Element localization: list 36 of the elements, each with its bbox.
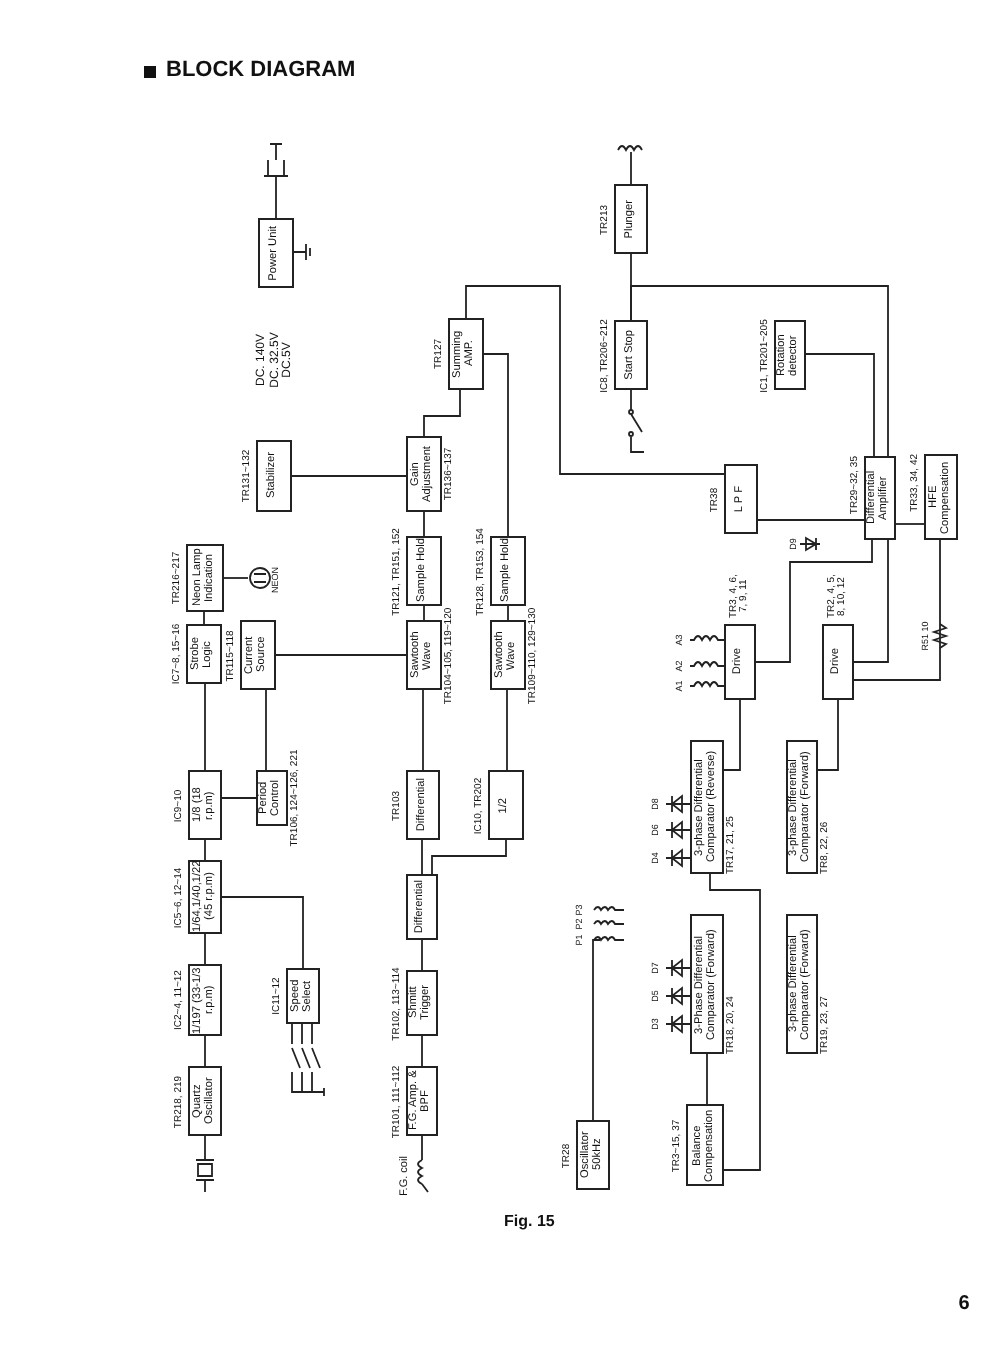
connector-line xyxy=(423,605,425,621)
connector-line xyxy=(421,939,423,971)
connector-line xyxy=(853,539,889,663)
connector-line xyxy=(204,933,206,965)
connector-line xyxy=(204,683,206,771)
connector-line xyxy=(630,285,889,457)
connector-line xyxy=(291,475,407,477)
connector-line xyxy=(431,839,507,875)
connector-line xyxy=(421,1035,423,1067)
page-number: 6 xyxy=(958,1293,970,1315)
connector-line xyxy=(853,539,941,681)
connector-line xyxy=(221,797,257,799)
connector-line xyxy=(757,519,865,521)
connector-line xyxy=(275,654,407,656)
diagram-title: BLOCK DIAGRAM xyxy=(166,58,356,82)
connector-line xyxy=(709,873,761,1171)
connector-line xyxy=(706,1053,708,1105)
connector-line xyxy=(221,896,304,969)
connector-line xyxy=(421,839,423,875)
connector-line xyxy=(422,689,424,771)
connector-line xyxy=(755,539,873,663)
connector-line xyxy=(723,699,741,771)
connector-line xyxy=(465,285,725,475)
connector-line xyxy=(895,523,925,525)
connector-line xyxy=(805,353,875,457)
figure-caption: Fig. 15 xyxy=(504,1212,555,1230)
connector-line xyxy=(204,1035,206,1067)
connector-line xyxy=(204,839,206,861)
connector-line xyxy=(423,389,461,437)
connector-line xyxy=(507,605,509,621)
connector-line xyxy=(506,689,508,771)
connector-line xyxy=(265,689,267,771)
connector-line xyxy=(483,353,509,537)
connector-line xyxy=(423,511,425,537)
connector-line xyxy=(203,611,205,625)
connector-line xyxy=(817,699,839,771)
